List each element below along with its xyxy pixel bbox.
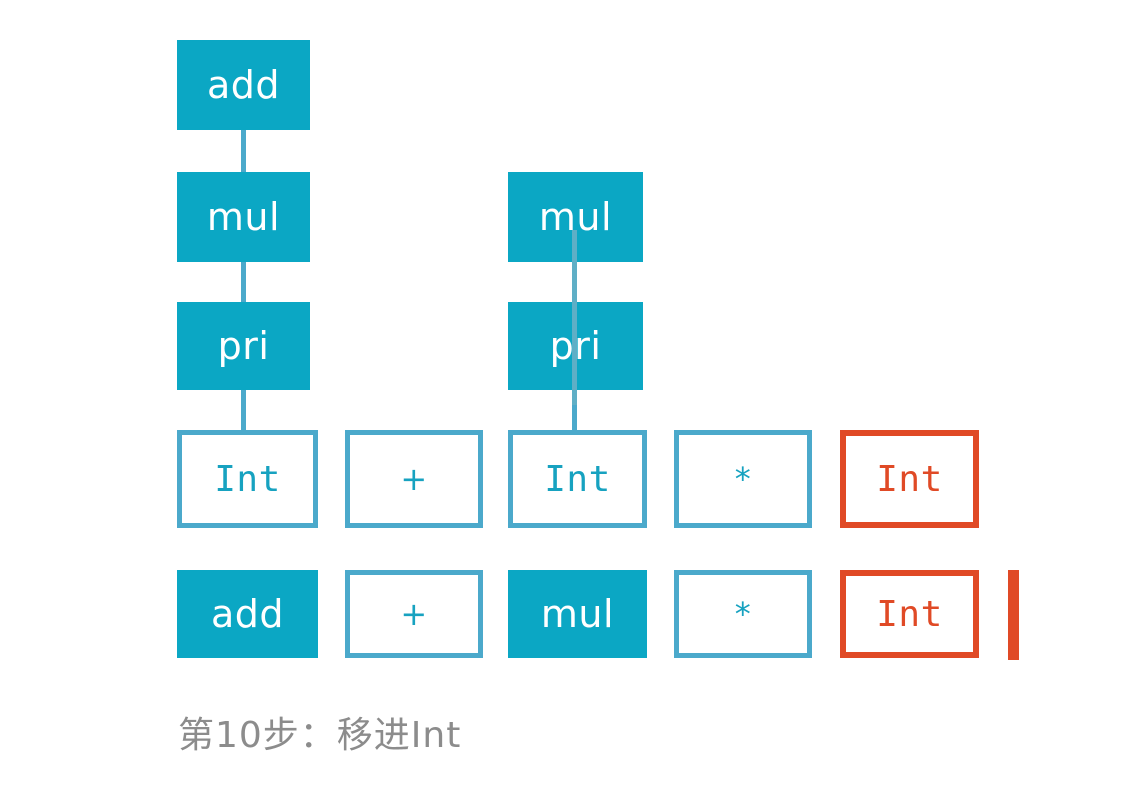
- tree-left-edge-1: [241, 260, 246, 304]
- tree-left-edge-2: [241, 388, 246, 434]
- stack-cell-4: Int: [840, 570, 979, 658]
- tree-middle-edge-1: [572, 388, 577, 434]
- tree-left-edge-0: [241, 128, 246, 174]
- input-cursor-bar: [1008, 570, 1019, 660]
- tree-middle-edge-0: [572, 230, 577, 405]
- symbol-cell-1: +: [345, 430, 483, 528]
- step-caption: 第10步：移进Int: [178, 715, 462, 756]
- stack-cell-2: mul: [508, 570, 647, 658]
- tree-left-node-1: mul: [177, 172, 310, 262]
- symbol-cell-3: *: [674, 430, 812, 528]
- stack-cell-1: +: [345, 570, 483, 658]
- tree-left-node-0: add: [177, 40, 310, 130]
- tree-left-node-2: pri: [177, 302, 310, 390]
- symbol-cell-4: Int: [840, 430, 979, 528]
- symbol-cell-0: Int: [177, 430, 318, 528]
- symbol-cell-2: Int: [508, 430, 647, 528]
- stack-cell-3: *: [674, 570, 812, 658]
- stack-cell-0: add: [177, 570, 318, 658]
